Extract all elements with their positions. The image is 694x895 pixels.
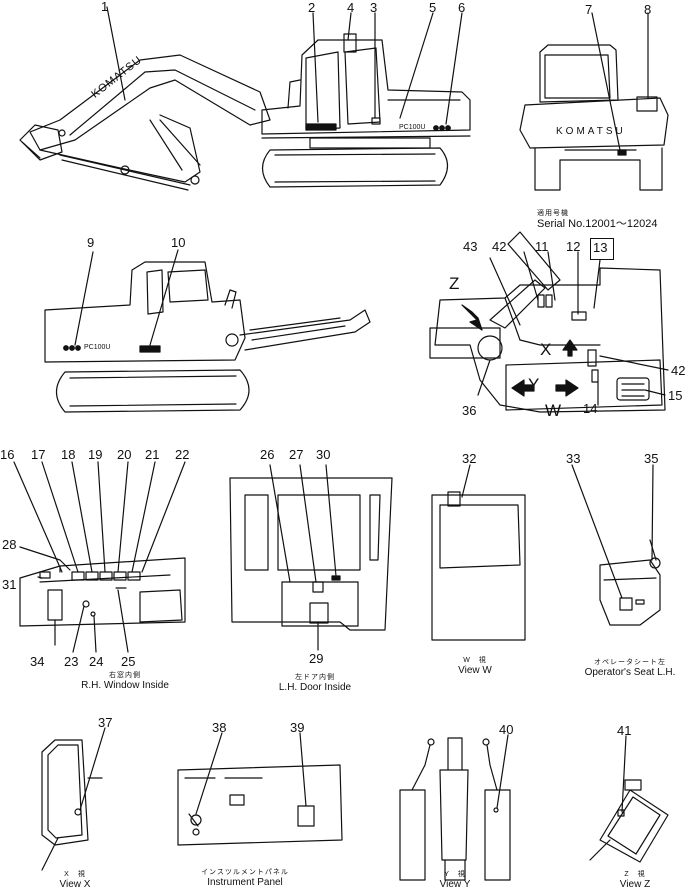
callout-22: 22: [175, 447, 190, 462]
rh-window-inside-view: [13, 461, 186, 653]
caption-lh-door-en: L.H. Door Inside: [278, 682, 352, 694]
caption-rh-window-en: R.H. Window Inside: [81, 680, 169, 692]
caption-view-z-jp: Z 視: [624, 871, 646, 878]
callout-19: 19: [88, 447, 103, 462]
caption-instrument-panel: インスツルメントパネル Instrument Panel: [185, 869, 305, 889]
callout-20: 20: [117, 447, 132, 462]
callout-26: 26: [260, 447, 275, 462]
callout-4: 4: [347, 0, 355, 15]
caption-view-x-jp: X 視: [64, 871, 86, 878]
callout-3: 3: [370, 0, 378, 15]
callout-15: 15: [668, 388, 683, 403]
callout-38: 38: [212, 720, 227, 735]
cab-detail-view: [429, 231, 669, 413]
callout-14: 14: [583, 401, 598, 416]
callout-28: 28: [2, 537, 17, 552]
callout-30: 30: [316, 447, 331, 462]
caption-view-y-en: View Y: [439, 879, 471, 891]
caption-lh-door-jp: 左ドア内側: [295, 674, 335, 681]
caption-view-w-en: View W: [458, 665, 492, 677]
lh-door-inside-view: [229, 464, 393, 651]
caption-view-z: Z 視 View Z: [600, 871, 670, 891]
caption-view-x-en: View X: [59, 879, 91, 891]
callout-31: 31: [2, 577, 17, 592]
caption-rh-window-jp: 右窓内側: [109, 672, 141, 679]
callout-7: 7: [585, 2, 593, 17]
callout-34: 34: [30, 654, 45, 669]
view-x-diagram: [41, 727, 106, 871]
callout-27: 27: [289, 447, 304, 462]
callout-18: 18: [61, 447, 76, 462]
serial-range: 適用号機 Serial No.12001～12024: [537, 210, 657, 231]
callout-29: 29: [309, 651, 324, 666]
caption-lh-door: 左ドア内側 L.H. Door Inside: [260, 674, 370, 694]
caption-view-x: X 視 View X: [40, 871, 110, 891]
caption-view-w-jp: W 視: [463, 657, 487, 664]
view-letter-x: X: [540, 340, 552, 359]
excavator-right-side-view: [19, 6, 471, 191]
callout-35: 35: [644, 451, 659, 466]
callout-2: 2: [308, 0, 316, 15]
model-label-left: PC100U: [84, 344, 111, 351]
caption-view-y: Y 視 View Y: [420, 871, 490, 891]
rear-brand-text: KOMATSU: [556, 126, 626, 137]
callout-12: 12: [566, 239, 581, 254]
callout-23: 23: [64, 654, 79, 669]
callout-43: 43: [463, 239, 478, 254]
caption-seat-jp: オペレータシート左: [594, 659, 666, 666]
callout-32: 32: [462, 451, 477, 466]
callout-5: 5: [429, 0, 437, 15]
callout-36: 36: [462, 403, 477, 418]
callout-6: 6: [458, 0, 466, 15]
callout-24: 24: [89, 654, 104, 669]
callout-8: 8: [644, 2, 652, 17]
caption-view-w: W 視 View W: [440, 657, 510, 677]
caption-instrument-jp: インスツルメントパネル: [201, 869, 289, 876]
callout-13-box: [590, 238, 614, 260]
caption-view-y-jp: Y 視: [444, 871, 466, 878]
operator-seat-view: [571, 464, 661, 626]
callout-25: 25: [121, 654, 136, 669]
view-letter-w: W: [545, 401, 562, 420]
callout-41: 41: [617, 723, 632, 738]
caption-seat-en: Operator's Seat L.H.: [584, 667, 676, 679]
callout-37: 37: [98, 715, 113, 730]
view-letter-z: Z: [449, 274, 460, 293]
caption-view-z-en: View Z: [619, 879, 651, 891]
callout-33: 33: [566, 451, 581, 466]
callout-16: 16: [0, 447, 15, 462]
excavator-rear-view: [519, 12, 669, 191]
serial-en: Serial No.12001～12024: [537, 218, 658, 231]
view-z-diagram: [589, 735, 669, 863]
excavator-left-side-view: [44, 249, 371, 413]
callout-1: 1: [101, 0, 109, 14]
instrument-panel-view: [177, 732, 343, 846]
caption-operator-seat: オペレータシート左 Operator's Seat L.H.: [570, 659, 690, 679]
view-w-diagram: [431, 464, 526, 641]
callout-42-right: 42: [671, 363, 686, 378]
callout-42-top: 42: [492, 239, 507, 254]
callout-11: 11: [535, 239, 549, 254]
callout-21: 21: [145, 447, 160, 462]
callout-10: 10: [171, 235, 186, 250]
view-y-diagram: [399, 734, 511, 881]
caption-rh-window: 右窓内側 R.H. Window Inside: [70, 672, 180, 692]
serial-jp: 適用号機: [537, 210, 569, 217]
callout-13: 13: [593, 240, 608, 255]
caption-instrument-en: Instrument Panel: [207, 877, 283, 889]
callout-39: 39: [290, 720, 305, 735]
model-label-right: PC100U: [399, 124, 426, 131]
callout-17: 17: [31, 447, 46, 462]
view-letter-y: Y: [528, 375, 540, 394]
callout-40: 40: [499, 722, 514, 737]
callout-9: 9: [87, 235, 95, 250]
